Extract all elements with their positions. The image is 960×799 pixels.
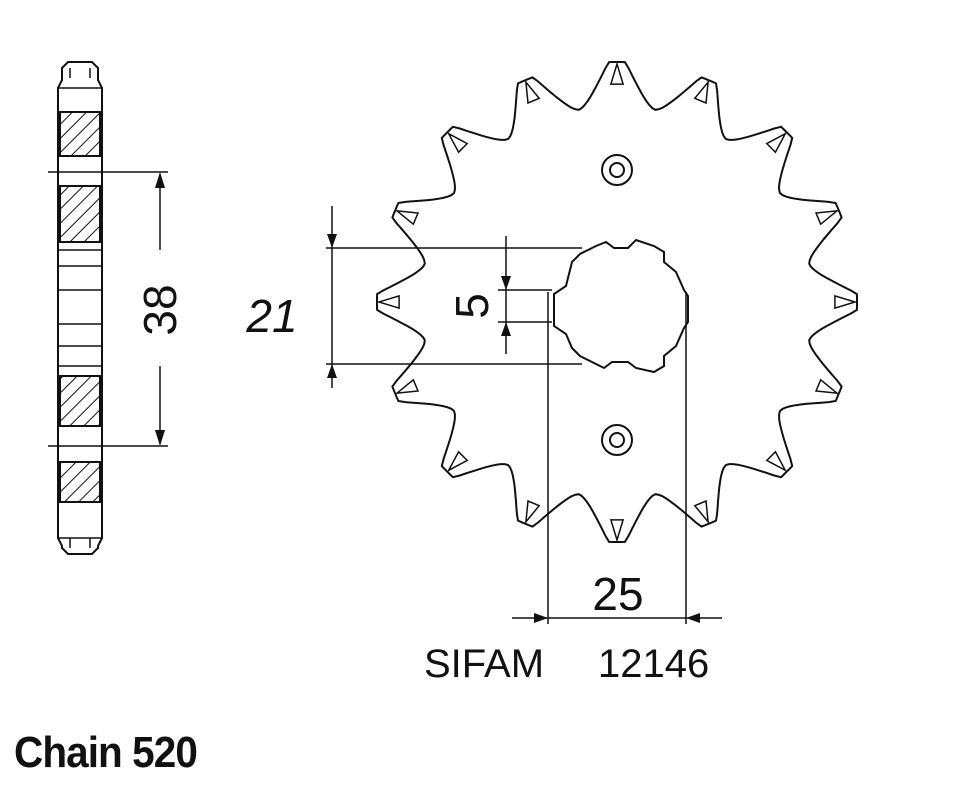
dimension-5: 5 — [446, 236, 552, 354]
bolt-hole-top-outer — [601, 154, 633, 186]
dim-label-25: 25 — [592, 568, 643, 620]
splined-bore — [553, 238, 689, 374]
dim-label-21: 21 — [245, 290, 297, 342]
tooth-tip — [814, 378, 840, 395]
side-view — [57, 61, 103, 555]
bolt-hole-top-inner — [609, 162, 625, 178]
side-hatch-1 — [59, 111, 101, 157]
front-view — [376, 61, 858, 543]
side-hatch-3 — [59, 375, 101, 427]
tooth-tip — [765, 131, 788, 154]
tooth-tip — [376, 294, 400, 310]
chain-label: Chain 520 — [14, 728, 198, 777]
tooth-tip — [446, 450, 469, 473]
tooth-tip — [765, 450, 788, 473]
side-hatch-2 — [59, 185, 101, 243]
side-profile-outline — [57, 61, 103, 555]
tooth-tip — [394, 209, 420, 226]
tooth-tip — [609, 519, 625, 543]
dim-label-5: 5 — [446, 293, 498, 319]
tooth-tip — [693, 499, 710, 525]
bolt-hole-bottom-inner — [609, 432, 625, 448]
tooth-tip — [693, 79, 710, 105]
brand-label: SIFAM — [424, 642, 544, 686]
tooth-tips — [376, 61, 858, 543]
dimension-21: 21 — [245, 206, 582, 388]
tooth-tip — [524, 79, 541, 105]
tooth-tip — [834, 294, 858, 310]
tooth-tip — [394, 378, 420, 395]
tooth-tip — [446, 131, 469, 154]
tooth-tip — [814, 209, 840, 226]
bolt-hole-bottom-outer — [601, 424, 633, 456]
dimension-38: 38 — [48, 171, 186, 447]
tooth-tip — [524, 499, 541, 525]
part-number-label: 12146 — [598, 642, 709, 686]
dimension-25: 25 — [512, 292, 722, 624]
dim-label-38: 38 — [134, 284, 186, 335]
side-hatch-4 — [59, 461, 101, 503]
tooth-tip — [609, 61, 625, 85]
